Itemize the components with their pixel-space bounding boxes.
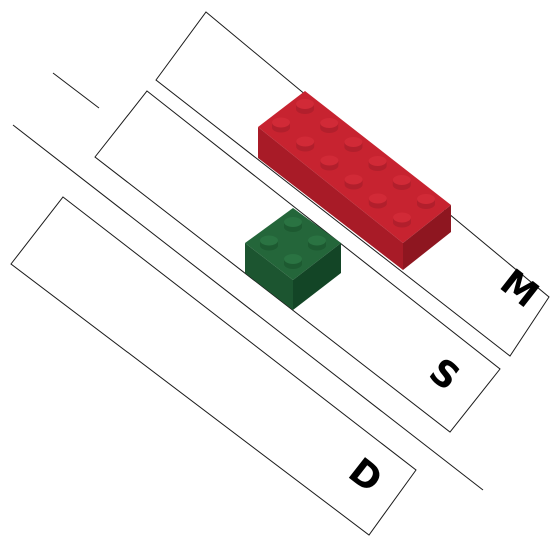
red-brick-stud [320, 156, 338, 171]
red-brick-stud [320, 118, 338, 133]
red-brick-stud [296, 137, 314, 152]
green-brick-stud [284, 254, 302, 269]
red-brick-stud [345, 175, 363, 190]
red-brick-stud [369, 194, 387, 209]
green-brick-stud [284, 217, 302, 232]
red-brick-stud [417, 194, 435, 209]
red-brick-stud [272, 118, 290, 133]
green-brick-stud [308, 236, 326, 251]
red-brick-stud [296, 99, 314, 114]
green-brick-stud [260, 236, 278, 251]
red-brick-stud [393, 213, 411, 228]
red-brick-stud [369, 156, 387, 171]
rail-top [53, 73, 99, 108]
red-brick-stud [393, 175, 411, 190]
red-brick-stud [344, 137, 362, 152]
